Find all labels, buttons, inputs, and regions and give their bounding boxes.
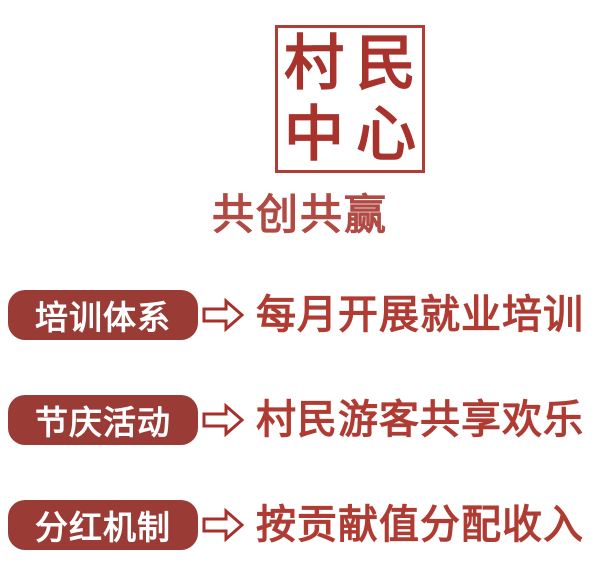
feature-description: 村民游客共享欢乐 — [256, 396, 584, 443]
arrow-right-outline-icon — [202, 402, 244, 437]
arrow-right-outline-icon — [202, 507, 244, 542]
feature-description: 每月开展就业培训 — [256, 291, 584, 338]
logo-char-3: 中 — [284, 99, 344, 170]
feature-badge-festival: 节庆活动 — [8, 394, 198, 445]
feature-description: 按贡献值分配收入 — [256, 501, 584, 548]
feature-row: 分红机制 按贡献值分配收入 — [0, 472, 600, 577]
feature-badge-training: 培训体系 — [8, 289, 198, 340]
logo-char-2: 民 — [356, 28, 416, 99]
logo-box: 村 民 中 心 — [275, 25, 425, 173]
feature-row: 培训体系 每月开展就业培训 — [0, 262, 600, 367]
logo-char-1: 村 — [284, 28, 344, 99]
feature-row-list: 培训体系 每月开展就业培训 节庆活动 村民游客共享欢乐 分红机制 按贡献值分配收… — [0, 262, 600, 577]
feature-row: 节庆活动 村民游客共享欢乐 — [0, 367, 600, 472]
logo-char-4: 心 — [356, 99, 416, 170]
feature-badge-dividend: 分红机制 — [8, 499, 198, 550]
arrow-right-outline-icon — [202, 297, 244, 332]
tagline: 共创共赢 — [211, 190, 388, 239]
